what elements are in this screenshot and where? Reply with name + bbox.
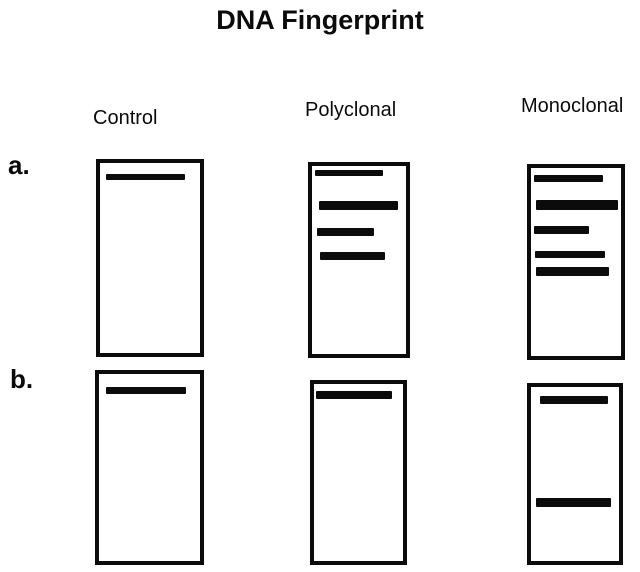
gel-band [536, 267, 609, 276]
gel-lane-polyclonal-b [310, 380, 407, 565]
row-label-a: a. [8, 150, 30, 180]
gel-lane-monoclonal-b [527, 383, 623, 565]
gel-band [534, 226, 589, 234]
gel-band [317, 228, 374, 236]
gel-band [319, 201, 398, 210]
gel-band [540, 396, 608, 404]
gel-band [316, 391, 392, 399]
gel-band [536, 498, 611, 507]
gel-band [315, 170, 383, 176]
column-label-control: Control [93, 107, 158, 129]
gel-lane-control-a [96, 159, 204, 357]
gel-band [106, 387, 186, 394]
gel-band [535, 251, 605, 258]
figure-title: DNA Fingerprint [216, 5, 424, 35]
column-label-polyclonal: Polyclonal [305, 99, 397, 121]
gel-band [320, 252, 385, 260]
column-label-monoclonal: Monoclonal [521, 95, 624, 117]
gel-band [106, 174, 185, 180]
gel-lane-polyclonal-a [308, 162, 410, 358]
gel-band [536, 200, 618, 210]
gel-band [534, 175, 603, 182]
gel-lane-control-b [95, 370, 204, 565]
gel-lane-monoclonal-a [527, 164, 625, 360]
row-label-b: b. [10, 364, 34, 394]
